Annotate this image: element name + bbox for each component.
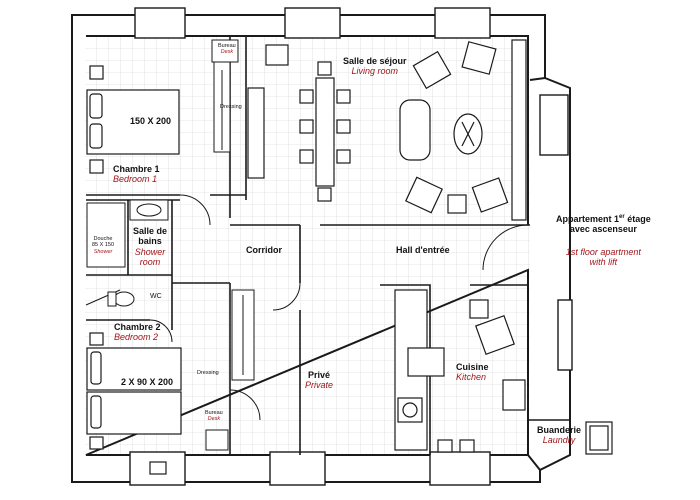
- shower-size: 85 X 150: [92, 242, 115, 249]
- bureau1-en: Desk: [220, 49, 234, 56]
- beds-bedroom2: [86, 332, 182, 475]
- hall-label: Hall d'entrée: [396, 245, 450, 255]
- bureau2-en: Desk: [207, 416, 221, 423]
- dressing-bedroom2: [205, 289, 255, 451]
- shower-label: Douche 85 X 150 Shower: [92, 236, 114, 255]
- living-furniture: [247, 39, 527, 221]
- bath-label: Salle de bains Shower room: [133, 226, 167, 267]
- laundry-en: Laundry: [542, 435, 576, 446]
- apartment-fr-line2: avec ascenseur: [569, 224, 637, 235]
- dressing2-label: Dressing: [197, 370, 219, 376]
- kitchen-fr: Cuisine: [456, 362, 489, 372]
- wc-label: WC: [150, 293, 162, 300]
- laundry-label: Buanderie Laundry: [537, 425, 581, 446]
- living-room-fr: Salle de séjour: [343, 56, 407, 66]
- kitchen-en: Kitchen: [456, 372, 487, 383]
- bath-en2: room: [139, 257, 161, 268]
- bedroom1-label: Chambre 1 Bedroom 1: [113, 164, 160, 185]
- bureau2-label: Bureau Desk: [205, 410, 223, 423]
- kitchen-label: Cuisine Kitchen: [456, 362, 489, 383]
- laundry-fr: Buanderie: [537, 425, 582, 435]
- laundry-fixtures: [585, 421, 613, 455]
- bedroom1-fr: Chambre 1: [113, 164, 160, 174]
- bedroom2-fr: Chambre 2: [114, 322, 161, 332]
- apartment-fr-line1-a: Appartement 1: [556, 214, 620, 224]
- dressing-bedroom1: [211, 39, 239, 153]
- apartment-en-line2: with lift: [589, 257, 618, 268]
- private-fr: Privé: [307, 370, 331, 380]
- apartment-fr-line1: Appartement 1er étage: [556, 214, 651, 224]
- bed-size-bedroom1: 150 X 200: [130, 116, 172, 126]
- living-room-label: Salle de séjour Living room: [343, 56, 407, 77]
- bed-size-bedroom2: 2 X 90 X 200: [121, 377, 174, 387]
- bureau2-fr: Bureau: [205, 410, 223, 416]
- bath-fr2: bains: [138, 236, 162, 247]
- bath-fr1: Salle de: [133, 226, 168, 236]
- bedroom2-label: Chambre 2 Bedroom 2: [114, 322, 161, 343]
- apartment-label: Appartement 1er étage avec ascenseur 1st…: [556, 214, 651, 267]
- bedroom1-en: Bedroom 1: [113, 174, 158, 185]
- bureau1-fr: Bureau: [218, 43, 236, 49]
- apartment-en-line1: 1st floor apartment: [565, 246, 641, 257]
- living-room-en: Living room: [351, 66, 399, 77]
- bedroom2-en: Bedroom 2: [114, 332, 159, 343]
- private-en: Private: [305, 380, 334, 391]
- bureau1-label: Bureau Desk: [218, 43, 236, 56]
- kitchen-fixtures: [394, 289, 526, 453]
- bath-en1: Shower: [134, 246, 166, 257]
- windows: [129, 7, 573, 486]
- private-label: Privé Private: [305, 370, 333, 391]
- corridor-label: Corridor: [246, 245, 282, 255]
- bath-fixtures: [86, 199, 169, 307]
- bed-bedroom1: [86, 65, 180, 174]
- door-swings: [85, 194, 529, 421]
- dressing1-label: Dressing: [220, 104, 242, 110]
- shower-en: Shower: [93, 248, 113, 255]
- apartment-fr-line1-b: étage: [624, 214, 651, 224]
- apartment-fr-sup: er: [619, 214, 625, 220]
- shower-fr: Douche: [93, 236, 113, 242]
